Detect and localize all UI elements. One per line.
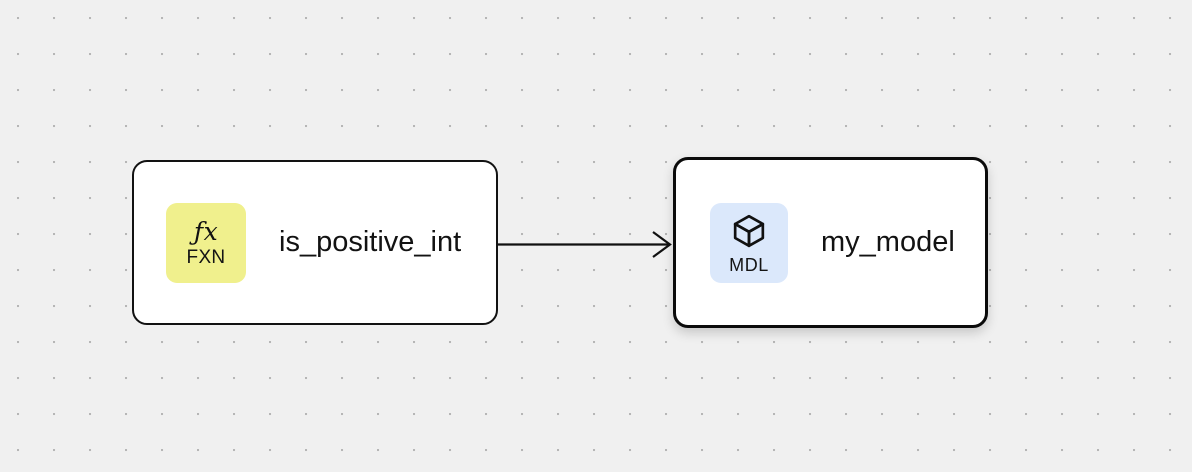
node-title: is_positive_int <box>279 226 462 258</box>
node-badge-mdl: MDL <box>710 202 788 283</box>
node-title: my_model <box>821 226 955 258</box>
node-my-model[interactable]: MDL my_model <box>673 157 988 328</box>
edge-fxn-to-mdl[interactable] <box>498 231 672 258</box>
function-fx-icon: ƒx <box>193 216 219 246</box>
node-badge-label: MDL <box>729 255 769 275</box>
node-badge-fxn: ƒx FXN <box>166 202 246 283</box>
node-badge-label: FXN <box>186 246 226 268</box>
node-is-positive-int[interactable]: ƒx FXN is_positive_int <box>132 160 498 325</box>
edge-arrowhead-icon <box>652 231 672 258</box>
cube-3d-icon <box>729 211 769 251</box>
